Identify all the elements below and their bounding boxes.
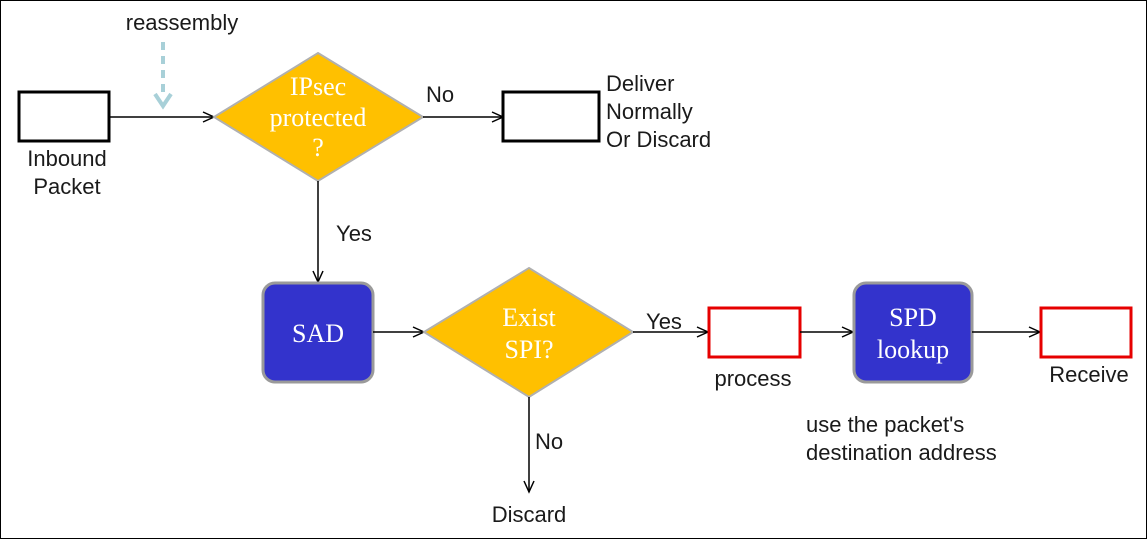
inbound-packet-box <box>17 90 111 143</box>
reassembly-arrowhead-icon <box>153 92 173 110</box>
exist-label-line2: SPI? <box>504 335 553 364</box>
ipsec-label-line1: IPsec <box>290 72 346 101</box>
inbound-label-line1: Inbound <box>27 146 107 171</box>
note-line2: destination address <box>806 440 997 465</box>
spd-lookup-box <box>852 281 974 384</box>
yes-left-label: Yes <box>336 221 372 246</box>
deliver-label-line1: Deliver <box>606 71 674 96</box>
note-line1: use the packet's <box>806 412 964 437</box>
deliver-box <box>501 90 601 143</box>
deliver-label-line3: Or Discard <box>606 127 711 152</box>
ipsec-label-line2: protected <box>270 103 367 132</box>
reassembly-label: reassembly <box>126 10 238 35</box>
exist-label-line1: Exist <box>502 303 556 332</box>
no-top-label: No <box>426 82 454 107</box>
yes-right-label: Yes <box>646 309 682 334</box>
receive-label: Receive <box>1049 362 1128 387</box>
discard-label: Discard <box>492 502 567 527</box>
deliver-label-line2: Normally <box>606 99 693 124</box>
receive-box <box>1039 306 1133 359</box>
spd-label-line1: SPD <box>889 303 937 332</box>
sad-label: SAD <box>292 319 344 348</box>
exist-spi-diamond <box>422 266 635 399</box>
spd-label-line2: lookup <box>877 335 949 364</box>
no-bottom-label: No <box>535 429 563 454</box>
process-label: process <box>714 366 791 391</box>
ipsec-label-line3: ? <box>312 133 324 162</box>
inbound-label-line2: Packet <box>33 174 100 199</box>
process-box <box>707 306 802 359</box>
